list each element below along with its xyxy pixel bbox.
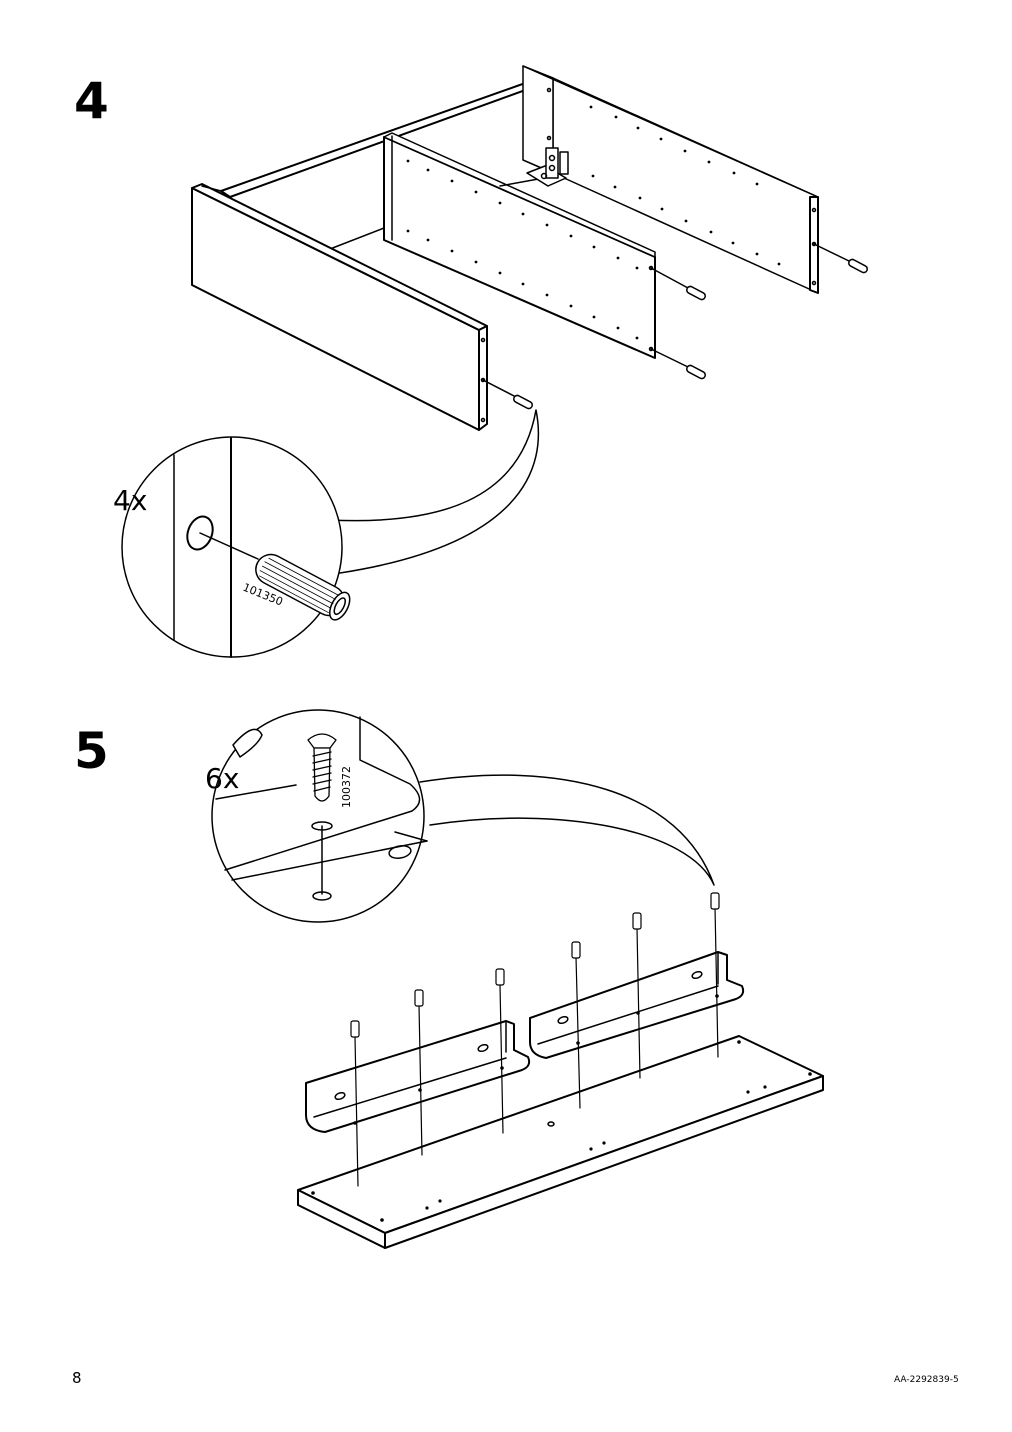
- step-4-number: 4: [74, 72, 109, 130]
- hole-dots: [406, 105, 781, 340]
- screws-step-5: [350, 892, 720, 1187]
- dowel-detail-callout: 101350: [121, 409, 540, 658]
- dowel-101350-icon: [255, 553, 351, 621]
- part-number-100372: 100372: [340, 766, 353, 808]
- step-4-quantity: 4x: [113, 484, 148, 517]
- dowels-step-4: [482, 243, 868, 410]
- document-code: AA-2292839-5: [894, 1375, 959, 1385]
- corner-bracket: [526, 147, 569, 187]
- edge-holes: [480, 87, 817, 423]
- step-5-quantity: 6x: [205, 762, 240, 795]
- page-number: 8: [72, 1369, 82, 1387]
- right-rail: [529, 951, 745, 1059]
- drawer-frame-drawing: [191, 65, 868, 431]
- base-assembly-drawing: [297, 892, 824, 1249]
- left-rail: [305, 1020, 531, 1133]
- screw-100372-icon: [307, 733, 337, 802]
- step-5-number: 5: [74, 722, 109, 780]
- screw-detail-callout: 100372: [211, 709, 715, 923]
